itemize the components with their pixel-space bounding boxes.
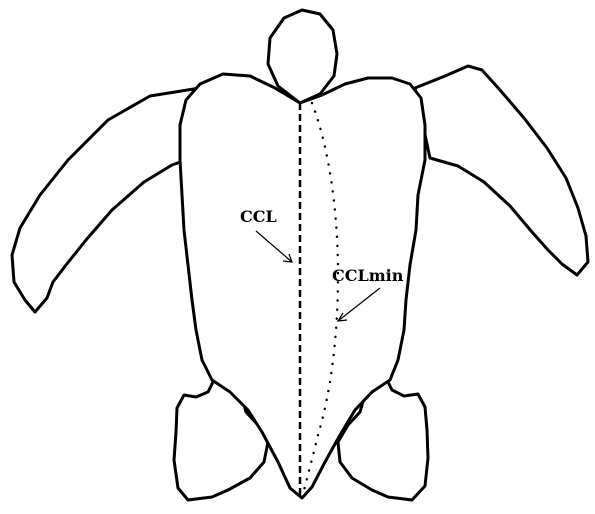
left-front-flipper bbox=[12, 88, 200, 312]
ccl-label: CCL bbox=[240, 207, 277, 226]
cclmin-label: CCLmin bbox=[332, 266, 404, 285]
right-front-flipper bbox=[415, 66, 588, 275]
